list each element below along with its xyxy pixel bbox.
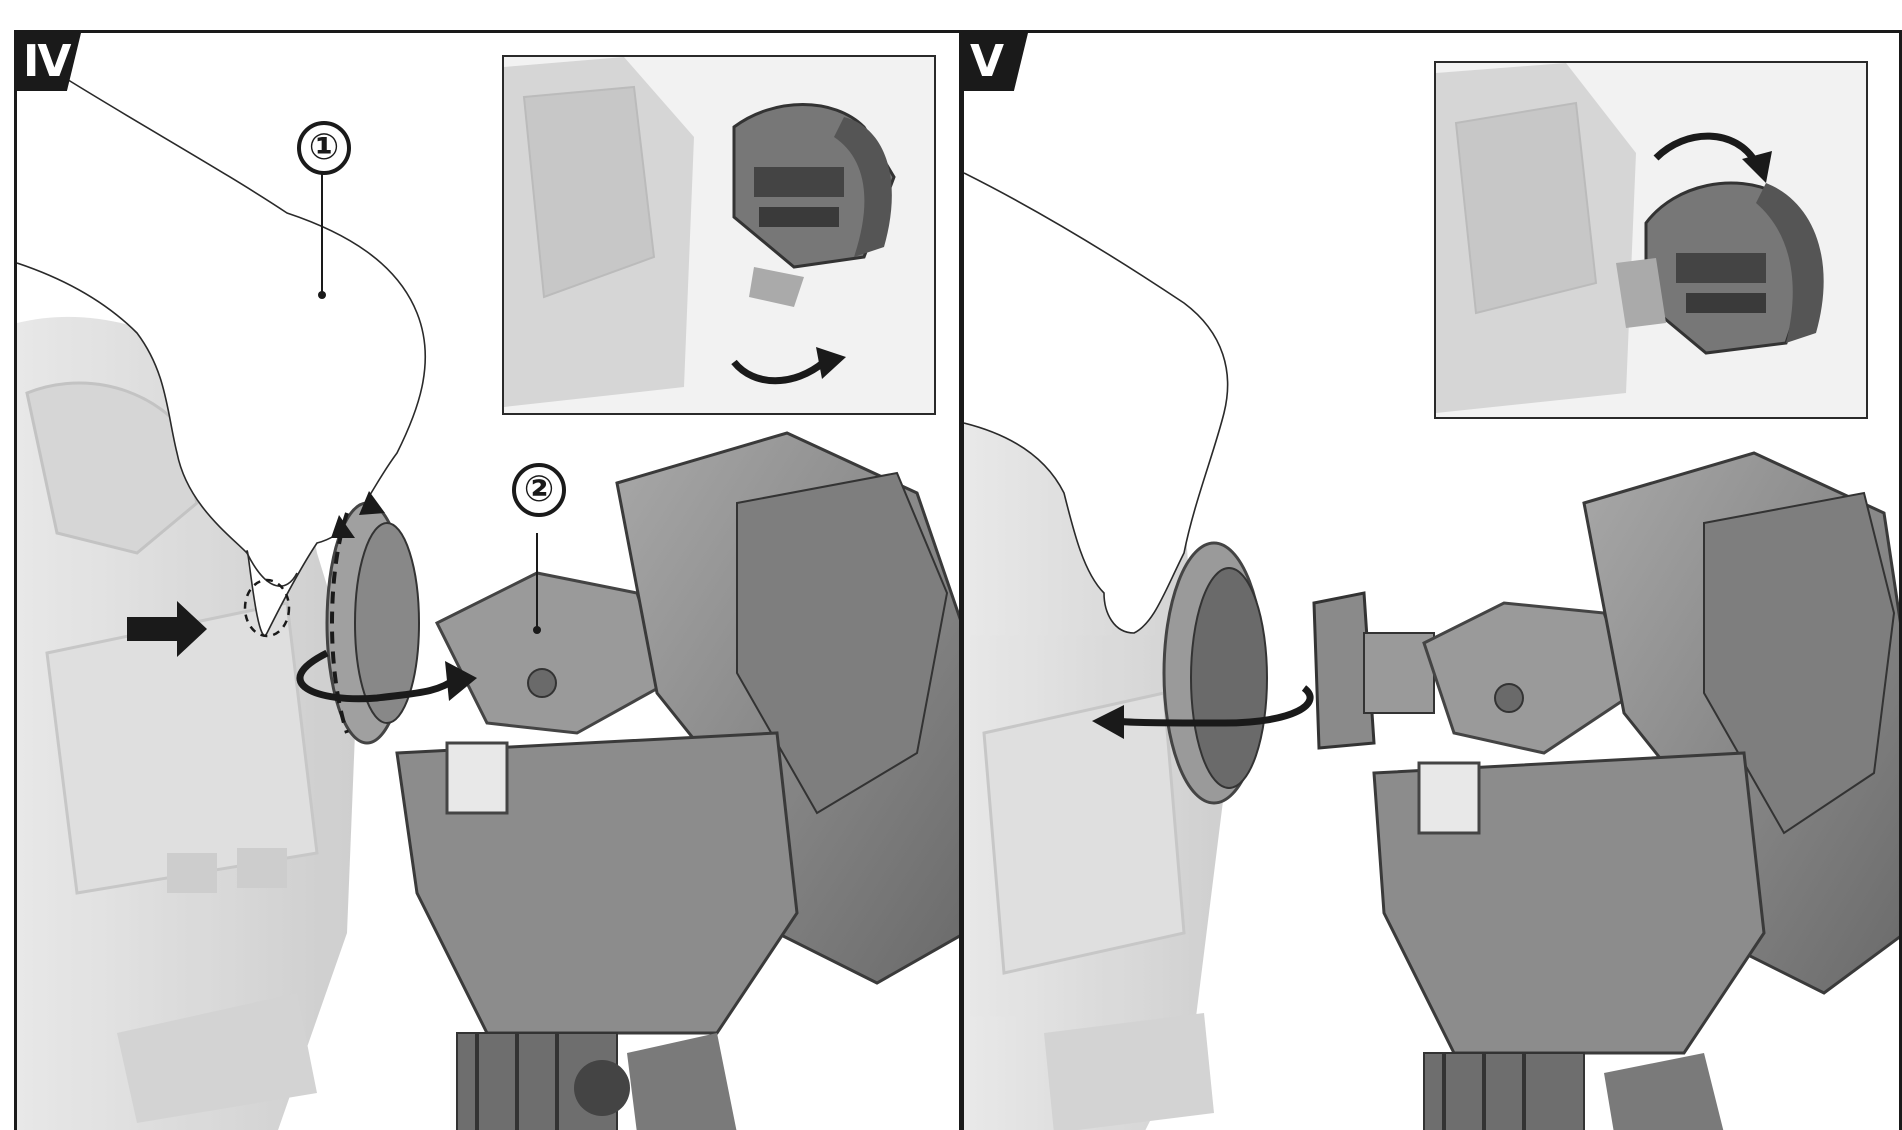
detached-arm-connector [1314, 593, 1434, 748]
detail-inset-v [1434, 61, 1868, 419]
robot-torso-v [1374, 453, 1902, 1130]
step-panel-iv: IV ① ② [14, 30, 962, 1130]
callout-1: ① [297, 121, 351, 175]
inset-v-illustration [1436, 63, 1868, 419]
detail-inset-iv [502, 55, 936, 415]
robot-torso [397, 433, 962, 1130]
shoulder-ring-socket [1164, 543, 1267, 803]
callout-2: ② [512, 463, 566, 517]
inset-iv-illustration [504, 57, 936, 415]
step-panel-v: V [961, 30, 1902, 1130]
